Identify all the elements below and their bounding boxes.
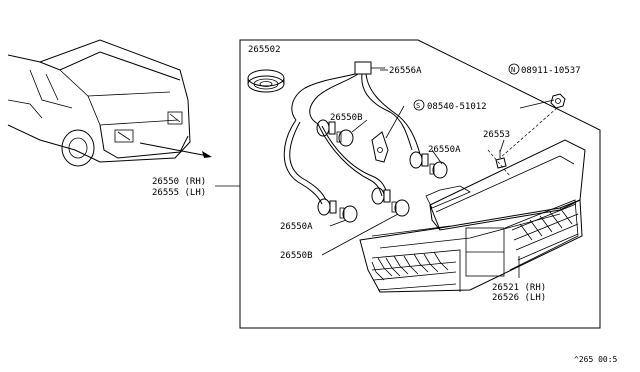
assembly-frame [239, 39, 601, 329]
label-assembly-rh: 26550 (RH) [152, 177, 206, 187]
label-nut-prefix: N [511, 66, 515, 74]
bulb-socket-mid-right [409, 151, 429, 169]
grommet-part [247, 69, 285, 93]
bulb-upper [336, 129, 354, 147]
bulb-mid [429, 161, 448, 179]
label-bulb-b-lower: 26550B [280, 251, 313, 261]
label-lens-lh: 26526 (LH) [492, 293, 546, 303]
label-screw-prefix: S [416, 102, 420, 110]
bulb-socket-upper-left [316, 119, 336, 137]
label-bulb-a-mid: 26550A [428, 145, 461, 155]
label-clip: 26553 [483, 130, 510, 140]
screw-bracket-part [371, 105, 405, 163]
label-assembly-lh: 26555 (LH) [152, 188, 206, 198]
label-bulb-a-lower: 26550A [280, 222, 313, 232]
vehicle-rear-illustration [7, 39, 191, 167]
label-nut: 08911-10537 [521, 66, 581, 76]
label-lens-rh: 26521 (RH) [492, 283, 546, 293]
nut-part [499, 93, 566, 159]
label-socket-harness: 26556A [389, 66, 422, 76]
bulb-socket-lower-left [317, 198, 337, 216]
diagram-code: ^265 00:5 [574, 355, 618, 364]
label-bulb-b-upper: 26550B [330, 113, 363, 123]
label-screw: 08540-51012 [427, 102, 487, 112]
bulb-lower-left [339, 205, 358, 223]
pointer-arrow [139, 142, 212, 158]
label-nut-group: N 08911-10537 [508, 63, 581, 76]
tail-lamp-housing [359, 139, 586, 293]
label-grommet: 265502 [248, 45, 281, 55]
bulb-socket-lower-mid [371, 187, 391, 205]
label-screw-group: S 08540-51012 [413, 99, 487, 112]
bulb-lower-mid [391, 199, 410, 217]
harness-connector-part [283, 61, 421, 205]
